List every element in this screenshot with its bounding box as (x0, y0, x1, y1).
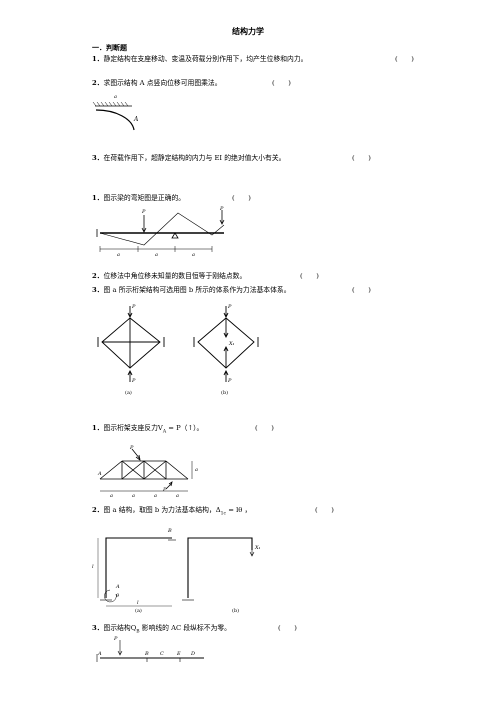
label-P: P (162, 487, 167, 493)
dim-a: a (132, 493, 135, 499)
question-text: = P（↑）。 (166, 424, 204, 432)
label-P: P (227, 304, 232, 310)
label-b: (b) (221, 389, 228, 396)
subscript: 1c (220, 511, 227, 517)
answer-paren: ( ) (255, 424, 274, 432)
answer-paren: ( ) (278, 624, 297, 632)
label-A: A (133, 116, 139, 123)
label-a: (a) (125, 389, 132, 396)
label-b: (b) (232, 607, 239, 614)
question-4: 1．图示梁的弯矩图是正确的。 (92, 195, 185, 202)
question-number: 2． (92, 272, 104, 280)
label-A: A (115, 584, 120, 590)
label-P: P (131, 378, 136, 384)
question-number: 1． (92, 424, 104, 432)
question-8: 2．图 a 结构，取图 b 为力法基本结构，Δ1c = lθ ， (92, 507, 251, 517)
question-text: = lθ ， (226, 506, 252, 514)
question-text: 图示结构Q (103, 624, 137, 632)
subscript: B (136, 629, 140, 635)
question-text: 求图示结构 A 点竖向位移可用图乘法。 (103, 79, 222, 87)
label-P: P (131, 304, 136, 310)
question-number: 1． (92, 55, 104, 63)
question-number: 3． (92, 286, 104, 294)
dim-a: a (154, 493, 157, 499)
label-B: B (167, 528, 172, 534)
answer-paren: ( ) (300, 272, 319, 280)
label-theta: θ (116, 593, 119, 599)
arch-figure: a A (92, 94, 139, 131)
label-C: C (160, 651, 164, 657)
label-B: B (144, 651, 149, 657)
question-number: 1． (92, 194, 104, 202)
label-a: a (114, 94, 117, 100)
question-text: 在荷载作用下，超静定结构的内力与 EI 的绝对值大小有关。 (103, 154, 286, 162)
question-number: 2． (92, 506, 104, 514)
question-text: 影响线的 AC 段纵标不为零。 (139, 624, 231, 632)
label-D: D (190, 651, 195, 657)
label-P: P (113, 636, 118, 642)
answer-paren: ( ) (315, 506, 334, 514)
question-5: 2．位移法中角位移未知量的数目恒等于刚结点数。 (92, 273, 246, 280)
answer-paren: ( ) (352, 154, 371, 162)
dim-a: a (117, 252, 120, 258)
dim-a: a (192, 252, 195, 258)
page-title: 结构力学 (232, 26, 264, 36)
truss-reaction-figure: P A P a a a a a (97, 445, 198, 499)
label-E: E (176, 651, 181, 657)
label-P: P (227, 378, 232, 384)
answer-paren: ( ) (352, 286, 371, 294)
dim-a: a (195, 467, 198, 473)
subscript: A (162, 429, 167, 435)
question-1: 1．静定结构在支座移动、变温及荷载分别作用下，均产生位移和内力。 (92, 56, 307, 63)
question-text: 图示梁的弯矩图是正确的。 (103, 194, 186, 202)
label-P: P (219, 206, 224, 212)
question-number: 3． (92, 154, 104, 162)
label-A: A (97, 651, 102, 657)
label-X1: X₁ (228, 341, 235, 347)
question-text: 图 a 所示桁架结构可选用图 b 所示的体系作为力法基本体系。 (103, 286, 291, 294)
answer-paren: ( ) (395, 55, 414, 63)
frame-ab-figure: B A θ X₁ l l (a) (b) (92, 528, 261, 614)
question-7: 1．图示桁架支座反力VA = P（↑）。 (92, 425, 203, 435)
label-A: A (97, 471, 102, 477)
question-text: 图 a 结构，取图 b 为力法基本结构，Δ (103, 506, 221, 514)
question-text: 位移法中角位移未知量的数目恒等于刚结点数。 (103, 272, 247, 280)
dim-a: a (155, 252, 158, 258)
beam-moment-figure: P P a a a (96, 206, 225, 258)
truss-ab-figure: P P P P X₁ (a) (b) (97, 304, 259, 396)
question-text: 静定结构在支座移动、变温及荷载分别作用下，均产生位移和内力。 (103, 55, 308, 63)
question-number: 2． (92, 79, 104, 87)
answer-paren: ( ) (232, 194, 251, 202)
label-l: l (137, 600, 139, 606)
label-a: (a) (135, 607, 142, 614)
question-2: 2．求图示结构 A 点竖向位移可用图乘法。 (92, 80, 222, 87)
influence-beam-figure: P A B C E D (96, 636, 204, 662)
question-6: 3．图 a 所示桁架结构可选用图 b 所示的体系作为力法基本体系。 (92, 287, 291, 294)
label-l: l (92, 564, 94, 570)
label-P: P (141, 209, 146, 215)
question-text: 图示桁架支座反力V (103, 424, 163, 432)
answer-paren: ( ) (272, 79, 291, 87)
question-number: 3． (92, 624, 104, 632)
dim-a: a (176, 493, 179, 499)
section-heading: 一．判断题 (92, 43, 127, 52)
question-3: 3．在荷载作用下，超静定结构的内力与 EI 的绝对值大小有关。 (92, 155, 285, 162)
dim-a: a (110, 493, 113, 499)
label-X1: X₁ (254, 545, 261, 551)
label-P: P (129, 445, 134, 451)
question-9: 3．图示结构QB 影响线的 AC 段纵标不为零。 (92, 625, 231, 635)
